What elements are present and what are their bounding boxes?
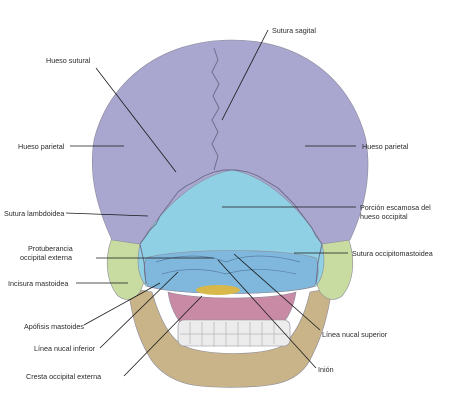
label-hueso-sutural: Hueso sutural [46,56,91,65]
leader-lines [65,29,356,377]
label-cresta-occipital-externa: Cresta occipital externa [26,372,101,381]
sagittal-suture [211,47,220,171]
label-porcion-escamosa-1: Porción escamosa del [360,203,431,212]
mandible [127,287,333,388]
occipital-lower-region [143,250,319,294]
label-hueso-parietal-der: Hueso parietal [362,142,409,151]
label-protuberancia-1: Protuberancia [28,244,73,253]
label-porcion-escamosa-2: hueso occipital [360,212,408,221]
foramen-magnum [196,285,240,295]
label-apofisis-mastoides: Apófisis mastoides [24,322,84,331]
teeth [177,319,291,347]
label-inion: Inión [318,365,334,374]
label-sutura-sagital: Sutura sagital [272,26,316,35]
nuchal-lines [155,255,301,275]
label-hueso-parietal-izq: Hueso parietal [18,142,65,151]
lambdoid-suture [139,169,323,245]
label-linea-nucal-superior: Línea nucal superior [322,330,388,339]
occipitomastoid-suture [139,243,323,285]
label-protuberancia-2: occipital externa [20,253,72,262]
label-sutura-lambdoidea: Sutura lambdoidea [4,209,64,218]
label-sutura-occipitomastoidea: Sutura occipitomastoidea [352,249,433,258]
label-linea-nucal-inferior: Línea nucal inferior [34,344,96,353]
label-incisura-mastoidea: Incisura mastoidea [8,279,68,288]
